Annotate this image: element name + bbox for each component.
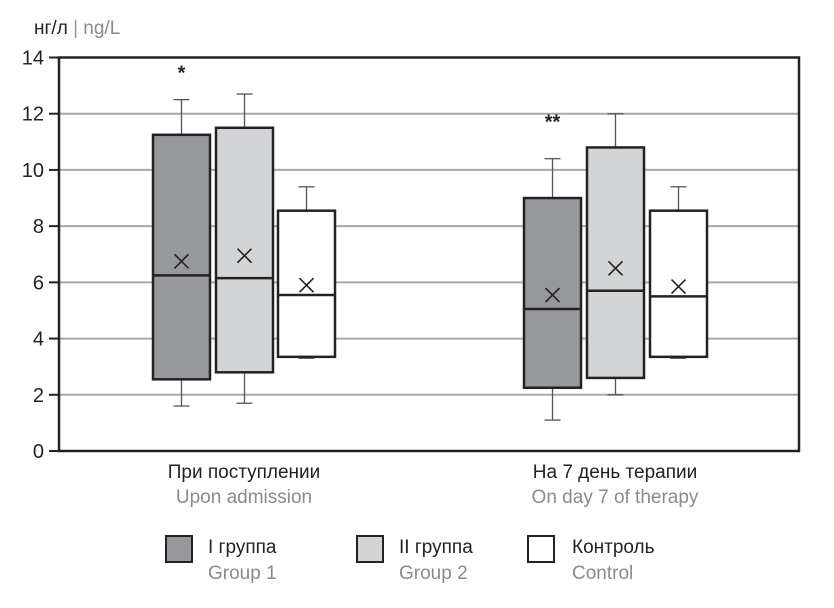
y-tick-label: 14 [22,48,44,70]
legend-label-ru-0: I группа [208,537,277,558]
legend-label-en-1: Group 2 [399,563,468,584]
unit-en: ng/L [83,18,121,39]
legend-label-en-2: Control [572,563,634,584]
y-tick-label: 6 [33,272,44,294]
y-tick-label: 10 [22,160,44,182]
legend-label-ru-2: Контроль [572,537,655,558]
category-label-ru-1: На 7 день терапии [532,462,698,483]
box [151,133,212,381]
category-label-ru-0: При поступлении [167,462,321,483]
significance-annotation: * [178,63,186,85]
mean-marker [236,248,253,264]
significance-annotation: ** [545,112,561,134]
plot-frame [57,56,801,453]
y-tick-label: 0 [33,441,44,463]
mean-marker [607,260,624,276]
y-tick-label: 2 [33,385,44,407]
legend-swatch-control [527,535,555,563]
legend-swatch-group2 [356,535,384,563]
y-unit-label: нг/л | ng/L [34,18,121,39]
legend-label-ru-1: II группа [399,537,473,558]
mean-marker [544,287,561,303]
unit-ru: нг/л [34,18,68,39]
category-label-en-1: On day 7 of therapy [531,487,699,508]
mean-marker [298,277,315,293]
box [276,209,337,359]
box [522,196,583,390]
y-tick-label: 4 [33,329,44,351]
box [214,126,275,374]
mean-marker [173,253,190,269]
y-tick-label: 12 [22,104,44,126]
y-tick-label: 8 [33,216,44,238]
mean-marker [670,279,687,295]
legend-label-en-0: Group 1 [208,563,277,584]
category-label-en-0: Upon admission [175,487,313,508]
legend-swatch-group1 [165,535,193,563]
box [585,146,646,380]
box [648,209,709,359]
